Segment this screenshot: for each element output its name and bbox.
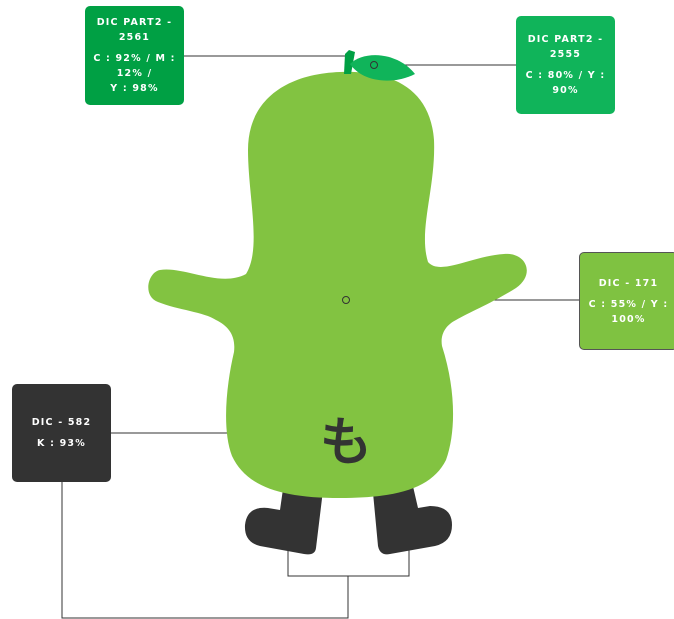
swatch-name: DIC - 582 <box>32 415 92 430</box>
swatch-name: DIC - 171 <box>599 276 659 291</box>
color-swatch-dic-582: DIC - 582 K : 93% <box>12 384 111 482</box>
swatch-value: C : 92% / M : 12% / <box>85 51 184 81</box>
swatch-value: K : 93% <box>37 436 86 451</box>
swatch-value: C : 80% / Y : 90% <box>516 68 615 98</box>
color-swatch-dic-2561: DIC PART2 - 2561 C : 92% / M : 12% / Y :… <box>85 6 184 105</box>
color-swatch-dic-171: DIC - 171 C : 55% / Y : 100% <box>579 252 674 350</box>
swatch-name: DIC PART2 - 2555 <box>516 32 615 62</box>
swatch-name: DIC PART2 - 2561 <box>85 15 184 45</box>
swatch-value: Y : 98% <box>110 81 158 96</box>
swatch-value: C : 55% / Y : 100% <box>580 297 674 327</box>
belly-character: も <box>320 413 372 473</box>
color-swatch-dic-2555: DIC PART2 - 2555 C : 80% / Y : 90% <box>516 16 615 114</box>
